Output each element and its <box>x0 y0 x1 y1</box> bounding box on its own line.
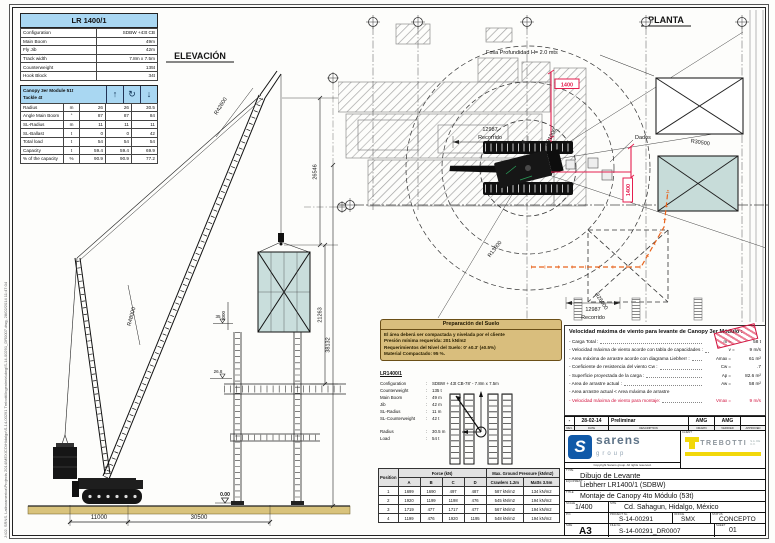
crane-spec-list-title: LR1400/1 <box>380 371 402 377</box>
drawing-title: Montaje de Canopy 4to Módulo (53t) <box>580 493 694 500</box>
recorrido-dim-top <box>452 136 529 148</box>
radius-boom-label: R48000 <box>127 307 138 327</box>
dim-total: 38132 <box>326 337 332 352</box>
soil-preparation-box: Preparación del Suelo El área deberá ser… <box>380 319 562 361</box>
canopy-module-teal <box>657 155 739 212</box>
ground-pressure-table: Position Force (kN) Max. Ground Pressure… <box>378 468 561 523</box>
crawler-crane <box>53 70 310 504</box>
dim-bottom-left: 11000 <box>91 515 108 521</box>
site-value: Cd. Sahagun, Hidalgo, México <box>624 504 719 511</box>
sarens-logo-icon: S <box>568 435 592 459</box>
sarens-copyright: Copyright Sarens group. All rights reser… <box>565 462 680 468</box>
trebotti-logo-icon <box>685 437 699 449</box>
level-b: 26.8 <box>214 369 223 374</box>
scale-value: 1/400 <box>575 504 593 511</box>
sheet-size: A3 <box>579 526 592 537</box>
road-lines <box>749 10 764 322</box>
dado-pads <box>565 157 613 181</box>
sheet-inner-border <box>12 7 766 536</box>
hook-block <box>258 233 310 253</box>
crane-spec-list: LR1400/1 Configuration:SDBW + 43t CB-78'… <box>380 371 508 442</box>
load-case-title: Canopy 3er Module 51t <box>23 87 74 93</box>
structure-towers <box>224 332 346 505</box>
recorrido-bottom-label: Recorrido <box>581 315 605 321</box>
red-dim-1: 1400 <box>561 83 573 89</box>
radius-top-label: R42600 <box>213 97 228 117</box>
dados-label: Dados <box>635 135 651 141</box>
grid-bubble-elevation <box>304 72 348 213</box>
trebotti-yellow-bar <box>685 452 761 456</box>
office-code: SMX <box>681 516 696 523</box>
recorrido-bottom-value: 12987 <box>585 307 600 313</box>
dim-module: 21263 <box>318 307 324 322</box>
vertical-dimensions <box>282 95 338 509</box>
recorrido-top-value: 12987 <box>482 127 497 133</box>
level-a: 35 <box>215 314 221 319</box>
equipment-name: Liebherr LR1400/1 (SDBW) <box>580 482 666 489</box>
fly-jib <box>259 70 282 235</box>
sheet-outer-border <box>9 4 769 539</box>
column-footings <box>573 297 703 321</box>
crane-model-title: LR 1400/1 <box>20 13 158 28</box>
load-case-table: Canopy 3er Module 51t Tackle 4t ↑ ↻ ↓ Ra… <box>20 84 158 164</box>
slew-radius-circles <box>405 45 651 291</box>
canopy-module-elevation <box>257 251 311 333</box>
suspended-ballast <box>53 434 77 479</box>
dim-hoist: 26546 <box>313 164 319 179</box>
drawing-type: Dibujo de Levante <box>580 471 641 479</box>
trebotti-wordmark: TREBOTTI <box>700 439 748 447</box>
level-zero: 0.00 <box>220 492 230 498</box>
plot-stamp-filepath: J:\02. SRNS. Latinoamerica\Projects 2014… <box>3 281 8 538</box>
recorrido-top-label: Recorrido <box>478 135 502 141</box>
ground-strip <box>27 505 351 515</box>
slew-icon: ↻ <box>123 85 140 103</box>
sarens-logo-cell: S sarens group Copyright Sarens group. A… <box>565 431 681 468</box>
load-case-subtitle: Tackle 4t <box>23 94 43 100</box>
soil-box-title: Preparación del Suelo <box>381 320 561 330</box>
radius-r30500: R30500 <box>690 139 710 148</box>
sarens-wordmark: sarens <box>596 432 641 447</box>
config-label: Configuration <box>20 28 97 38</box>
status-value: CONCEPTO <box>719 516 756 523</box>
track-orientation-diagram <box>449 391 513 465</box>
dim-bottom-right: 30500 <box>191 515 208 521</box>
file-number: S-14-00291_DR0007 <box>619 528 681 535</box>
canopy-module-outline <box>655 77 744 135</box>
main-boom <box>102 94 266 480</box>
wind-box-title: Velocidad máxima de viento para levante … <box>569 329 743 335</box>
sheet-number: 01 <box>729 527 737 534</box>
recorrido-dim-bottom <box>565 297 621 309</box>
elevation-view: ELEVACIÓN <box>27 50 351 526</box>
dashed-brace-square <box>587 229 669 303</box>
elevation-title: ELEVACIÓN <box>174 50 226 61</box>
derrick-mast <box>74 257 111 475</box>
plan-view: PLANTA <box>338 10 768 322</box>
project-number: S-14-00291 <box>619 516 653 523</box>
bottom-dimensions <box>67 505 273 526</box>
lower-load-icon: ↓ <box>140 85 157 103</box>
plan-title: PLANTA <box>648 15 684 25</box>
travel-path <box>531 189 670 269</box>
red-clearance-dims <box>547 69 635 203</box>
wind-speed-box: Velocidad máxima de viento para levante … <box>564 323 766 416</box>
pick-load-icon: ↑ <box>106 85 123 103</box>
grid-bubbles <box>343 15 749 212</box>
fosa-label: Fosa Profundidad H= 2.0 mts <box>486 50 558 56</box>
dim-gap: 1000 <box>221 310 226 321</box>
client-logo-cell: CLIENT TREBOTTI S.A. DE C.V. <box>681 431 765 468</box>
red-dim-2: 1400 <box>626 184 632 196</box>
